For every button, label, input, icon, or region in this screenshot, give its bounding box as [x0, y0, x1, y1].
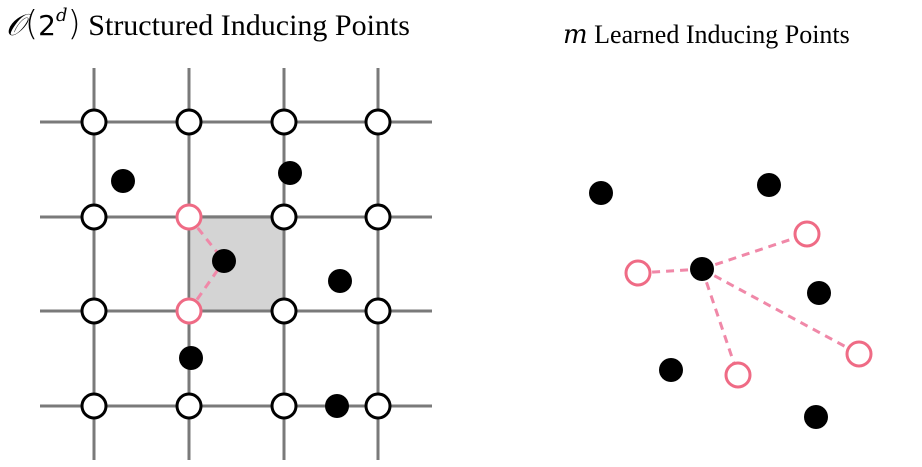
learned-connectors: [637, 232, 860, 376]
query-data-point: [690, 257, 714, 281]
inducing-point: [175, 392, 203, 420]
data-point: [804, 405, 828, 429]
selected-inducing-point: [175, 297, 203, 325]
exponent-d: d: [56, 5, 68, 26]
exponent-base: 2: [38, 9, 56, 42]
data-point: [659, 358, 683, 382]
inducing-point: [364, 392, 392, 420]
learned-inducing-points: [624, 220, 873, 389]
inducing-point: [270, 297, 298, 325]
data-point: [328, 269, 352, 293]
connector-to-bottom-corner: [187, 260, 226, 312]
structured-inducing-points-title: 𝒪(2d) Structured Inducing Points: [6, 4, 410, 44]
learned-inducing-points-title: m Learned Inducing Points: [563, 20, 850, 50]
data-point: [111, 169, 135, 193]
connector: [701, 232, 808, 271]
inducing-point: [364, 108, 392, 136]
data-point: [179, 346, 203, 370]
connector: [700, 268, 740, 376]
learned-inducing-point: [845, 340, 873, 368]
query-data-point: [212, 249, 236, 273]
connector: [637, 267, 703, 275]
inducing-point: [270, 108, 298, 136]
inducing-point: [364, 203, 392, 231]
learned-points-panel: [589, 173, 873, 429]
big-o-symbol: 𝒪: [6, 8, 25, 43]
learned-title-text: Learned Inducing Points: [594, 20, 850, 49]
learned-data-points: [589, 173, 831, 429]
learned-inducing-point: [624, 259, 652, 287]
structured-grid-panel: [40, 68, 432, 460]
data-point: [278, 161, 302, 185]
close-paren: ): [67, 4, 81, 44]
highlight-cell: [191, 215, 284, 311]
m-symbol: m: [563, 20, 588, 50]
inducing-point: [364, 297, 392, 325]
inducing-point: [80, 392, 108, 420]
inducing-point: [270, 392, 298, 420]
inducing-point: [270, 203, 298, 231]
data-point: [589, 181, 613, 205]
learned-inducing-point: [724, 361, 752, 389]
inducing-point: [80, 297, 108, 325]
inducing-point: [175, 108, 203, 136]
structured-title-text: Structured Inducing Points: [88, 9, 410, 42]
selected-grid-inducing-points: [175, 203, 203, 325]
learned-inducing-point: [793, 220, 821, 248]
structured-data-points: [111, 161, 352, 418]
data-point: [325, 394, 349, 418]
inducing-point: [80, 108, 108, 136]
data-point: [757, 173, 781, 197]
connector: [701, 267, 860, 356]
selected-inducing-point: [175, 203, 203, 231]
open-paren: (: [24, 4, 39, 44]
grid-inducing-points: [80, 108, 392, 420]
inducing-point: [80, 203, 108, 231]
data-point: [807, 281, 831, 305]
